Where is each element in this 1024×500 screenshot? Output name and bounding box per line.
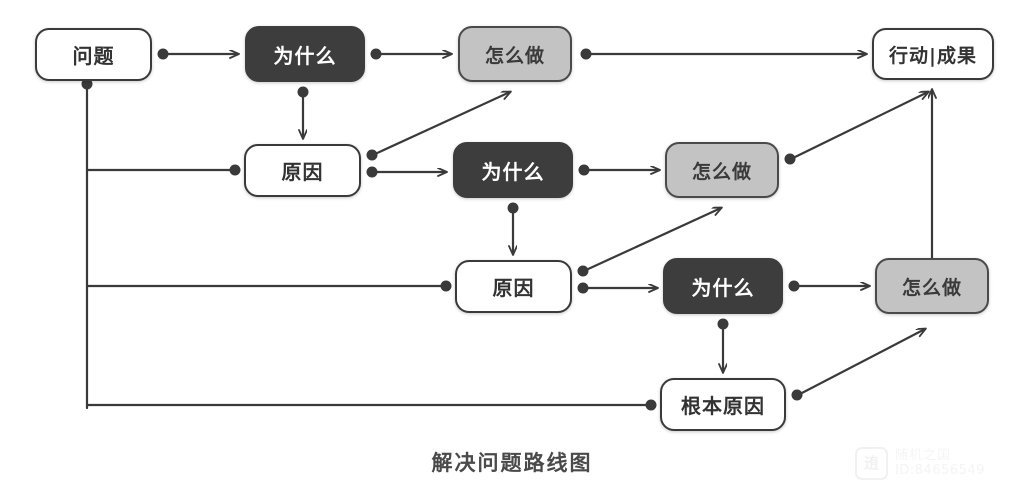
node-root-cause[interactable]: 根本原因	[660, 378, 786, 431]
edge-cause2-to-how2	[584, 208, 721, 272]
node-cause-level2[interactable]: 原因	[455, 260, 572, 313]
diagram-title: 解决问题路线图	[431, 451, 593, 475]
node-cause-level1[interactable]: 原因	[244, 144, 361, 197]
edge-cause1-to-how1	[373, 92, 510, 156]
node-why-level1[interactable]: 为什么	[245, 26, 365, 82]
edge-rootcause-to-how3	[798, 329, 925, 396]
watermark-id: ID:84656549	[895, 462, 985, 478]
node-how-level2[interactable]: 怎么做	[665, 142, 779, 198]
node-why-level3[interactable]: 为什么	[663, 258, 783, 314]
node-why-level2[interactable]: 为什么	[453, 142, 573, 198]
edge-how2-to-outcome	[791, 92, 928, 160]
node-problem[interactable]: 问题	[35, 28, 152, 81]
watermark-text: 随机之国 ID:84656549	[895, 447, 985, 478]
watermark-name: 随机之国	[895, 447, 952, 463]
node-action-outcome[interactable]: 行动|成果	[872, 28, 994, 80]
watermark-logo-icon: 迶	[855, 447, 888, 480]
node-how-level1[interactable]: 怎么做	[458, 26, 572, 82]
node-how-level3[interactable]: 怎么做	[875, 258, 989, 314]
watermark: 迶 随机之国 ID:84656549	[855, 447, 985, 480]
